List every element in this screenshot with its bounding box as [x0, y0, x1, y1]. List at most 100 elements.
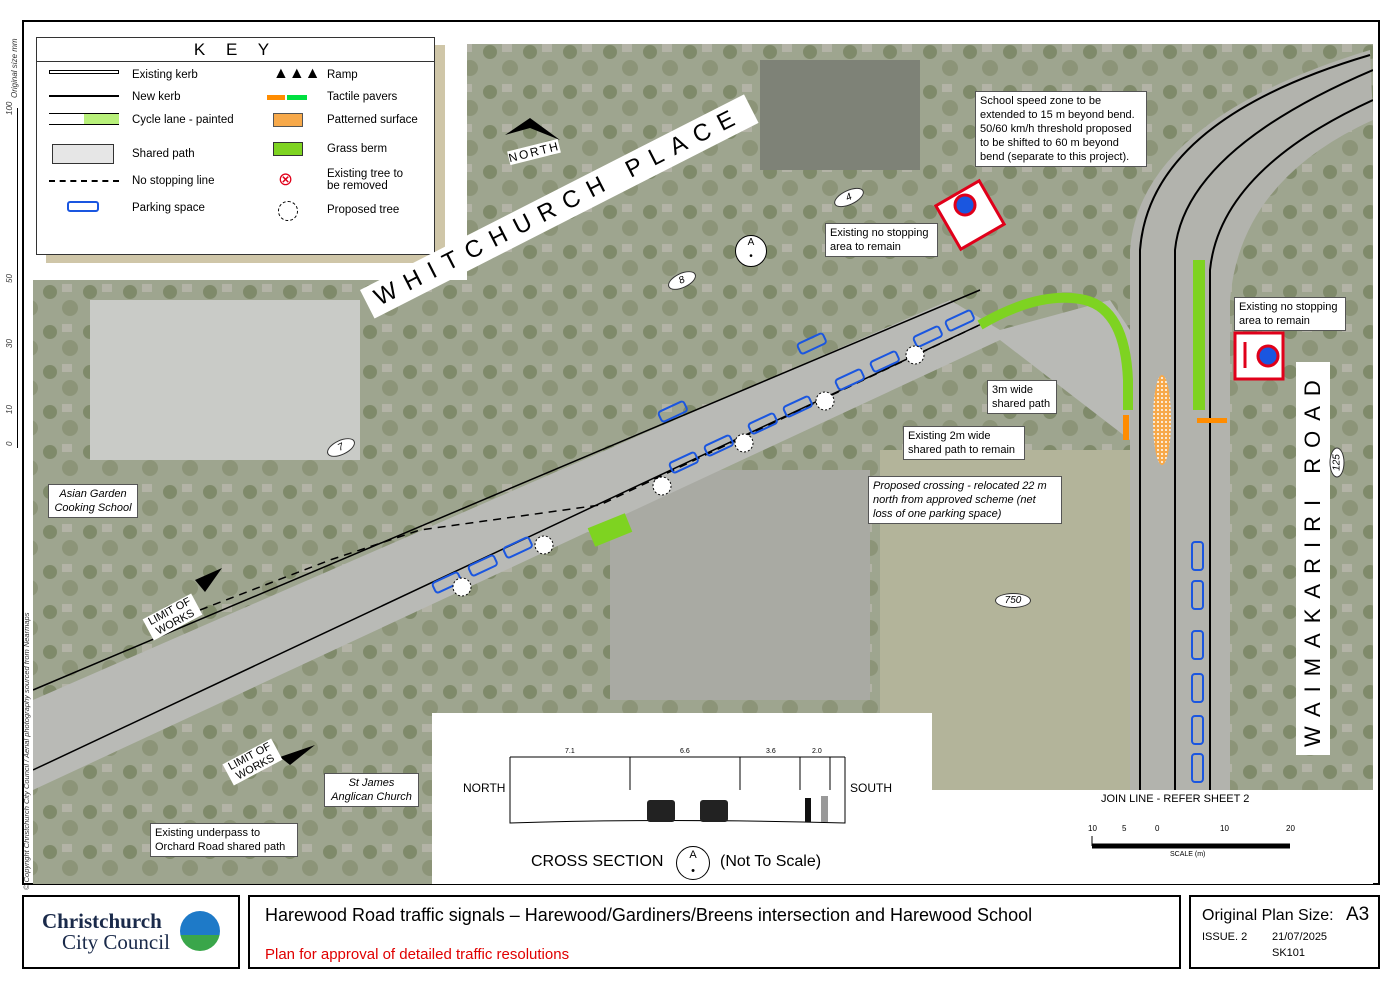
issue-label: ISSUE. 2	[1202, 931, 1248, 943]
car-park	[610, 470, 870, 700]
grass-berm-symbol	[273, 142, 303, 156]
marker-letter: A	[689, 849, 697, 861]
house-number: 750	[995, 593, 1031, 608]
note-no-stopping-2: Existing no stopping area to remain	[1234, 297, 1346, 331]
cross-section-south: SOUTH	[850, 781, 892, 795]
proposed-tree-icon	[652, 476, 672, 496]
ruler-tick: 0	[5, 441, 14, 446]
plan-size-value: A3	[1346, 904, 1370, 925]
proposed-tree-icon	[815, 391, 835, 411]
parking-space-icon	[502, 536, 533, 559]
sheet-number: SK101	[1272, 947, 1306, 959]
proposed-tree-icon	[452, 577, 472, 597]
title-block: Harewood Road traffic signals – Harewood…	[248, 895, 1181, 969]
scale-tick: 10	[1220, 824, 1229, 833]
parking-space-icon	[1191, 715, 1204, 745]
scale-tick: 0	[1155, 824, 1160, 833]
shared-path-symbol	[52, 144, 114, 164]
key-label: Cycle lane - painted	[132, 114, 234, 126]
dimension-label: 6.6	[680, 748, 690, 755]
house	[760, 60, 920, 170]
note-no-stopping: Existing no stopping area to remain	[825, 223, 938, 257]
cross-section-marker: A•	[676, 846, 710, 880]
parking-space-icon	[944, 309, 975, 332]
key-label: Grass berm	[327, 143, 388, 155]
ruler-tick: 10	[5, 405, 14, 414]
parking-space-icon	[431, 571, 462, 594]
proposed-tree-icon	[278, 201, 298, 221]
parking-space-icon	[703, 434, 734, 457]
north-arrow-icon	[505, 118, 560, 140]
legend-key: K E Y Existing kerb New kerb Cycle lane …	[36, 37, 435, 255]
ruler-tick: 30	[5, 339, 14, 348]
whitchurch-road-surface	[33, 300, 1130, 790]
parking-space-icon	[869, 350, 900, 373]
scale-tick: 5	[1122, 824, 1127, 833]
cycle-lane-symbol	[49, 113, 119, 125]
parking-space-icon	[782, 395, 813, 418]
patterned-surface	[1153, 375, 1171, 465]
note-church: St James Anglican Church	[324, 773, 419, 807]
note-underpass: Existing underpass to Orchard Road share…	[150, 823, 298, 857]
parking-space-icon	[1191, 580, 1204, 610]
waimakariri-road-surface	[1130, 50, 1373, 884]
dimension-label: 7.1	[565, 748, 575, 755]
parking-space-icon	[668, 451, 699, 474]
parking-space-icon	[1191, 673, 1204, 703]
dimension-label: 2.0	[812, 748, 822, 755]
key-label: Shared path	[132, 148, 195, 160]
key-label: New kerb	[132, 91, 181, 103]
house-number: 125	[1329, 447, 1345, 478]
cross-section-note: (Not To Scale)	[720, 853, 822, 870]
existing-kerb-symbol	[49, 70, 119, 74]
scale-tick: 10	[1088, 824, 1097, 833]
parking-space-icon	[912, 325, 943, 348]
parking-space-icon	[747, 412, 778, 435]
copyright-text: © Copyright Christchurch City Council / …	[22, 612, 31, 890]
plan-info-block: Original Plan Size: A3 ISSUE. 2 21/07/20…	[1189, 895, 1380, 969]
key-title: K E Y	[37, 38, 434, 62]
proposed-tree-icon	[534, 535, 554, 555]
tree-removed-icon: ⊗	[278, 169, 294, 189]
issue-date: 21/07/2025	[1272, 931, 1328, 943]
parking-space-icon	[1191, 753, 1204, 783]
street-label-waimakariri-road: WAIMAKARIRI ROAD	[1296, 362, 1330, 755]
no-stopping-line-symbol	[49, 180, 119, 182]
key-label: Ramp	[327, 69, 358, 81]
parking-space-icon	[1191, 541, 1204, 571]
parking-space-icon	[1191, 630, 1204, 660]
ruler	[17, 108, 18, 448]
parking-space-icon	[796, 332, 827, 355]
section-marker-a[interactable]: A•	[735, 235, 767, 267]
note-speed-zone: School speed zone to be extended to 15 m…	[975, 91, 1147, 167]
key-label: Proposed tree	[327, 204, 400, 216]
proposed-tree-icon	[905, 345, 925, 365]
key-label: Tactile pavers	[327, 91, 398, 103]
cross-section-north: NORTH	[463, 781, 506, 795]
grass-berm	[977, 292, 1133, 410]
ruler-tick: 50	[5, 274, 14, 283]
plan-title: Harewood Road traffic signals – Harewood…	[265, 905, 1033, 925]
plan-size-label: Original Plan Size:	[1202, 907, 1334, 924]
key-label: Patterned surface	[327, 114, 418, 126]
parking-space-icon	[657, 400, 688, 423]
new-kerb-symbol	[49, 95, 119, 97]
scale-tick: 20	[1286, 824, 1295, 833]
scale-label: SCALE (m)	[1170, 851, 1206, 858]
key-label: Parking space	[132, 202, 205, 214]
note-2m-shared-path: Existing 2m wide shared path to remain	[903, 426, 1025, 460]
parking-space-icon	[67, 201, 99, 212]
cross-section-title: CROSS SECTION	[531, 853, 664, 870]
tactile-pavers-symbol	[267, 95, 307, 100]
logo-line: Christchurch	[42, 909, 162, 933]
patterned-surface-symbol	[273, 113, 303, 127]
original-size-label: Original size mm	[10, 38, 19, 98]
note-proposed-crossing: Proposed crossing - relocated 22 m north…	[868, 476, 1062, 524]
dimension-label: 3.6	[766, 748, 776, 755]
proposed-tree-icon	[734, 433, 754, 453]
section-marker-letter: A	[747, 237, 755, 248]
building	[90, 300, 360, 460]
note-asian-garden: Asian Garden Cooking School	[48, 484, 138, 518]
